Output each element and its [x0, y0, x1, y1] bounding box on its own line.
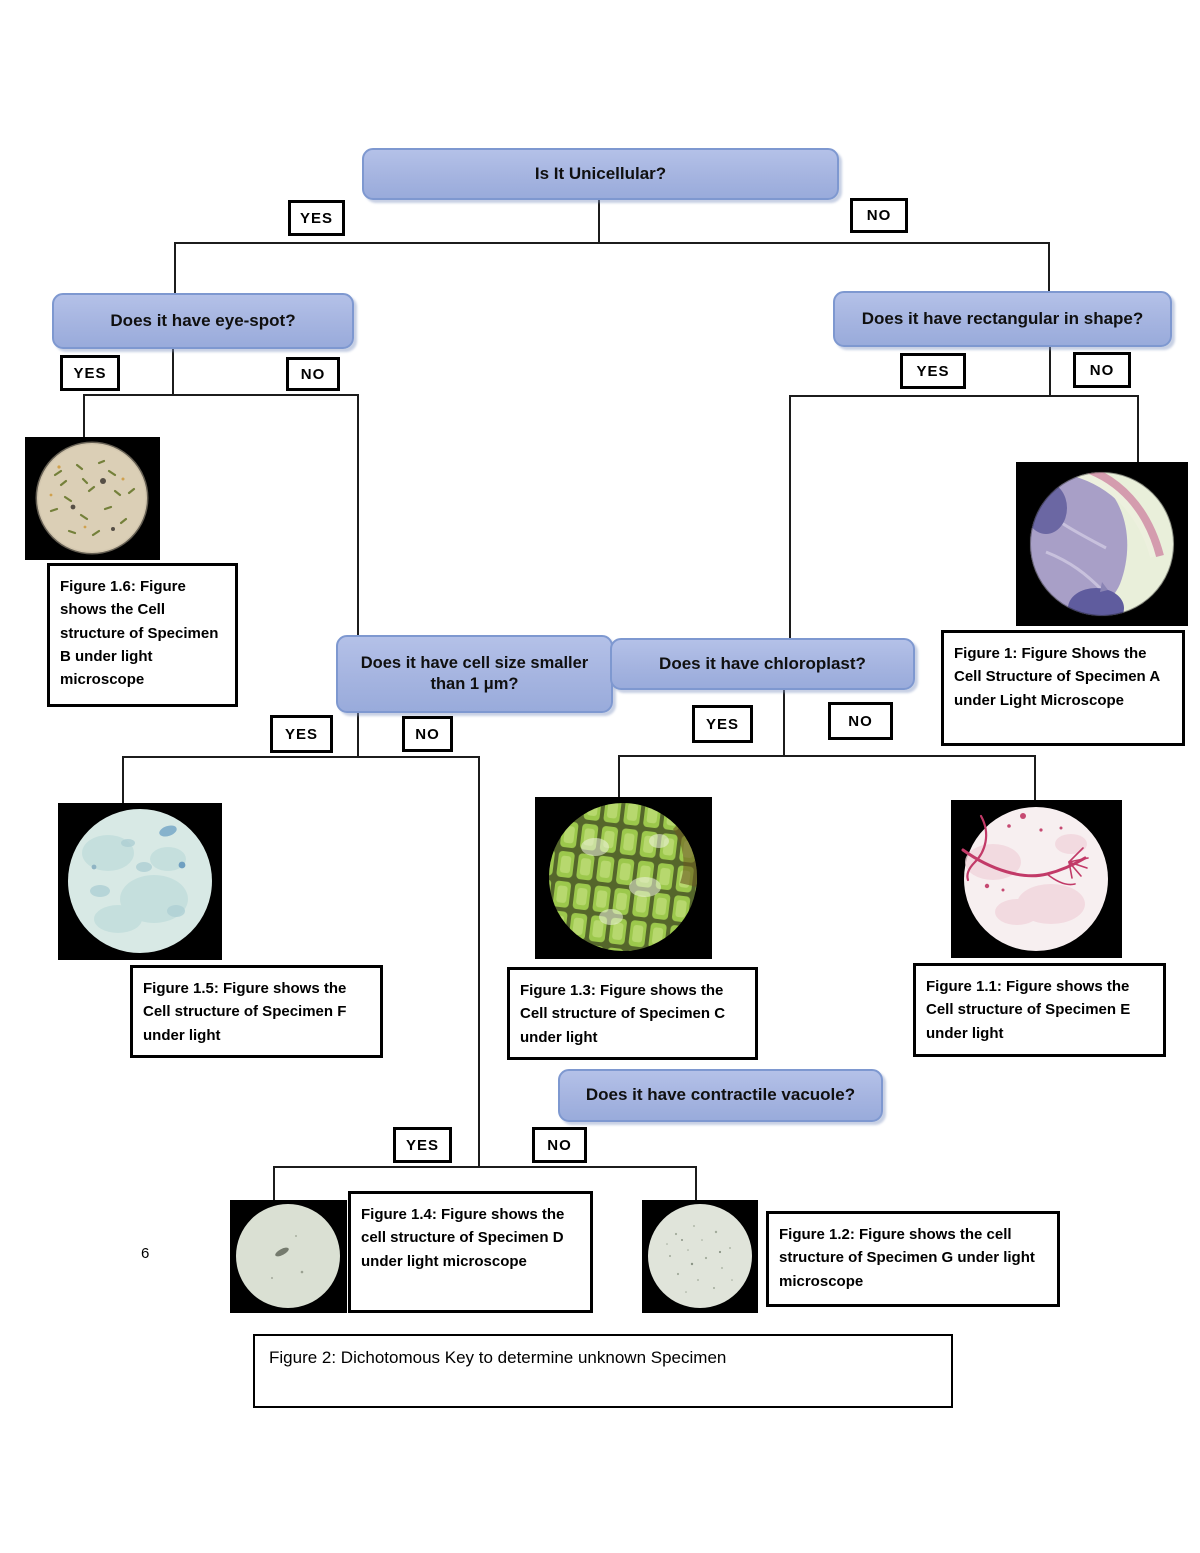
caption-figure-1-2: Figure 1.2: Figure shows the cell struct…	[766, 1211, 1060, 1307]
connector-line	[695, 1166, 697, 1202]
caption-figure-1-1: Figure 1.1: Figure shows the Cell struct…	[913, 963, 1166, 1057]
connector-line	[1048, 242, 1050, 292]
decision-rectangular-shape: Does it have rectangular in shape?	[833, 291, 1172, 347]
decision-chloroplast: Does it have chloroplast?	[610, 638, 915, 690]
caption-figure-1-6: Figure 1.6: Figure shows the Cell struct…	[47, 563, 238, 707]
branch-no-rectangular: NO	[1073, 352, 1131, 388]
branch-yes-vacuole: YES	[393, 1127, 452, 1163]
connector-line	[478, 756, 480, 1168]
connector-line	[783, 690, 785, 757]
connector-line	[357, 713, 359, 758]
connector-line	[273, 1166, 275, 1202]
caption-figure-1: Figure 1: Figure Shows the Cell Structur…	[941, 630, 1185, 746]
branch-no-cell-size: NO	[402, 716, 453, 752]
figure-2-caption: Figure 2: Dichotomous Key to determine u…	[253, 1334, 953, 1408]
branch-no-vacuole: NO	[532, 1127, 587, 1163]
branch-yes-cell-size: YES	[270, 715, 333, 753]
caption-figure-1-4: Figure 1.4: Figure shows the cell struct…	[348, 1191, 593, 1313]
connector-line	[357, 394, 359, 636]
connector-line	[172, 349, 174, 396]
connector-line	[789, 395, 791, 639]
branch-yes-unicellular: YES	[288, 200, 345, 236]
connector-line	[1034, 755, 1036, 802]
connector-line	[789, 395, 1139, 397]
connector-line	[122, 756, 480, 758]
connector-line	[1137, 395, 1139, 464]
connector-line	[1049, 347, 1051, 397]
micrograph-specimen-a	[1016, 462, 1188, 626]
branch-yes-eye-spot: YES	[60, 355, 120, 391]
branch-yes-rectangular: YES	[900, 353, 966, 389]
connector-line	[122, 756, 124, 805]
branch-yes-chloroplast: YES	[692, 705, 753, 743]
connector-line	[83, 394, 359, 396]
micrograph-specimen-g	[642, 1200, 758, 1313]
micrograph-specimen-f	[58, 803, 222, 960]
caption-figure-1-5: Figure 1.5: Figure shows the Cell struct…	[130, 965, 383, 1058]
decision-cell-size: Does it have cell size smaller than 1 μm…	[336, 635, 613, 713]
micrograph-specimen-b	[25, 437, 160, 560]
connector-line	[618, 755, 1036, 757]
connector-line	[598, 199, 600, 244]
decision-contractile-vacuole: Does it have contractile vacuole?	[558, 1069, 883, 1122]
micrograph-specimen-c	[535, 797, 712, 959]
branch-no-chloroplast: NO	[828, 702, 893, 740]
caption-figure-1-3: Figure 1.3: Figure shows the Cell struct…	[507, 967, 758, 1060]
connector-line	[174, 242, 176, 294]
branch-no-eye-spot: NO	[286, 357, 340, 391]
connector-line	[83, 394, 85, 439]
connector-line	[174, 242, 1050, 244]
micrograph-specimen-d	[230, 1200, 347, 1313]
decision-eye-spot: Does it have eye-spot?	[52, 293, 354, 349]
page-number: 6	[141, 1245, 150, 1262]
connector-line	[273, 1166, 697, 1168]
micrograph-specimen-e	[951, 800, 1122, 958]
decision-is-it-unicellular: Is It Unicellular?	[362, 148, 839, 200]
connector-line	[618, 755, 620, 799]
branch-no-unicellular: NO	[850, 198, 908, 233]
